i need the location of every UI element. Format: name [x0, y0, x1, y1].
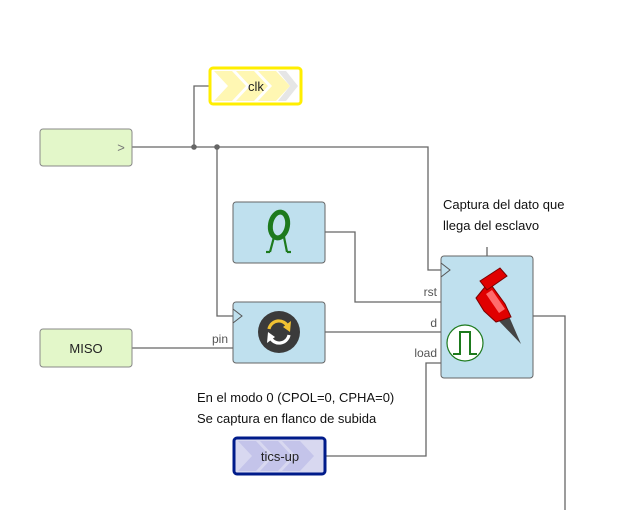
chevron-arrows-icon [238, 441, 314, 471]
sync-refresh-icon [258, 311, 300, 353]
miso-label: MISO [69, 341, 102, 356]
tics-up-tag-label: tics-up [261, 449, 299, 464]
miso-input-port[interactable]: MISO [39, 328, 133, 368]
wire-capture-out [533, 315, 566, 510]
wire-tics-load [325, 362, 441, 457]
sync-block[interactable]: pin [212, 301, 326, 364]
mode-note-line1: En el modo 0 (CPOL=0, CPHA=0) [197, 390, 394, 405]
rst-port-label: rst [424, 285, 438, 299]
junction-dot [191, 144, 197, 150]
clock-input-triangle [232, 308, 243, 324]
capture-register-block[interactable]: rst d load [414, 255, 534, 379]
top-input-port[interactable]: > [39, 128, 133, 167]
clk-tag[interactable]: clk [208, 66, 303, 106]
clock-input-triangle [440, 262, 451, 278]
init-zero-block[interactable] [232, 201, 326, 264]
chevron-arrows-icon [214, 71, 298, 101]
wire-init-rst [325, 231, 441, 303]
wire-clk-sync [216, 147, 233, 317]
pulse-edge-icon [446, 324, 484, 362]
capture-note: Captura del dato que llega del esclavo [443, 197, 564, 233]
load-port-label: load [414, 346, 437, 360]
capture-note-line1: Captura del dato que [443, 197, 564, 212]
tics-up-tag[interactable]: tics-up [232, 436, 327, 476]
mode-note-line2: Se captura en flanco de subida [197, 411, 377, 426]
clk-tag-label: clk [248, 79, 264, 94]
pushpin-icon [475, 267, 521, 344]
wire-clk-tag [193, 85, 210, 147]
d-port-label: d [430, 316, 437, 330]
zero-walker-icon [266, 209, 291, 254]
junction-dot [214, 144, 220, 150]
sync-pin-label: pin [212, 332, 228, 346]
chevron-right-icon: > [117, 140, 125, 155]
mode-note: En el modo 0 (CPOL=0, CPHA=0) Se captura… [197, 390, 394, 426]
capture-note-line2: llega del esclavo [443, 218, 539, 233]
wires [132, 85, 566, 510]
wire-clk-main [132, 146, 441, 271]
